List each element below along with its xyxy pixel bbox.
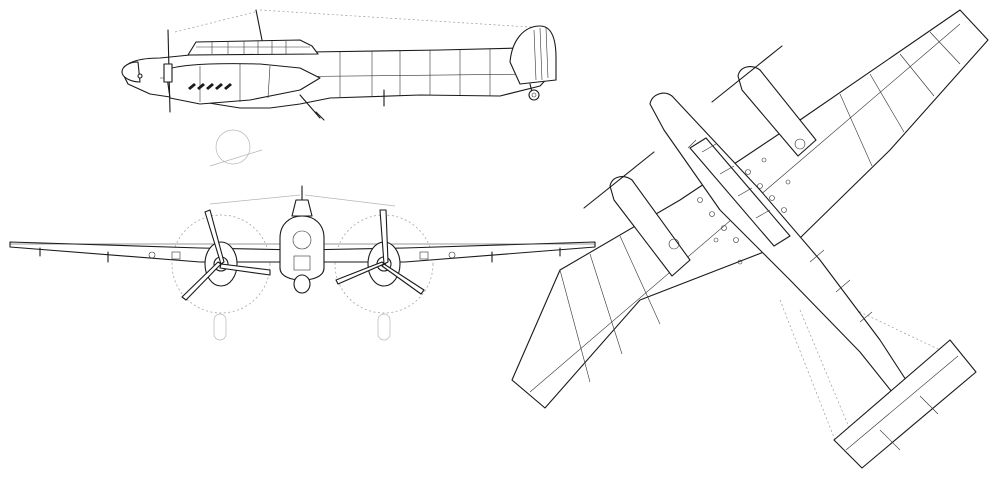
side-tailwheel [528, 83, 540, 101]
side-canopy [187, 39, 319, 56]
front-left-engine [181, 209, 271, 301]
side-exhaust-stacks [188, 83, 232, 90]
top-canopy [689, 137, 791, 247]
side-view [121, 9, 557, 167]
front-canopy [291, 199, 313, 217]
top-right-engine [711, 45, 817, 157]
front-chin-gondola [293, 274, 311, 294]
side-spinner [121, 61, 141, 83]
top-fuselage-panels [687, 139, 873, 323]
front-right-propeller [335, 209, 425, 295]
side-antenna-mast [255, 9, 263, 41]
side-tail-fin [509, 25, 557, 85]
front-wing-underside-pitots [39, 247, 561, 263]
top-inspection-panels [697, 157, 791, 265]
side-canopy-frames [196, 41, 310, 54]
front-view [9, 185, 596, 341]
front-right-engine [335, 209, 425, 295]
top-right-propeller [711, 45, 783, 103]
top-left-propeller [583, 151, 655, 209]
side-engine-nacelle [165, 63, 321, 105]
top-left-engine [583, 151, 691, 277]
front-left-propeller [181, 209, 271, 301]
side-view-construction-lines [174, 9, 546, 167]
front-landing-gear-outline [213, 313, 391, 341]
top-tailplane [833, 339, 977, 469]
top-view [511, 9, 989, 469]
front-fuselage [279, 215, 325, 281]
